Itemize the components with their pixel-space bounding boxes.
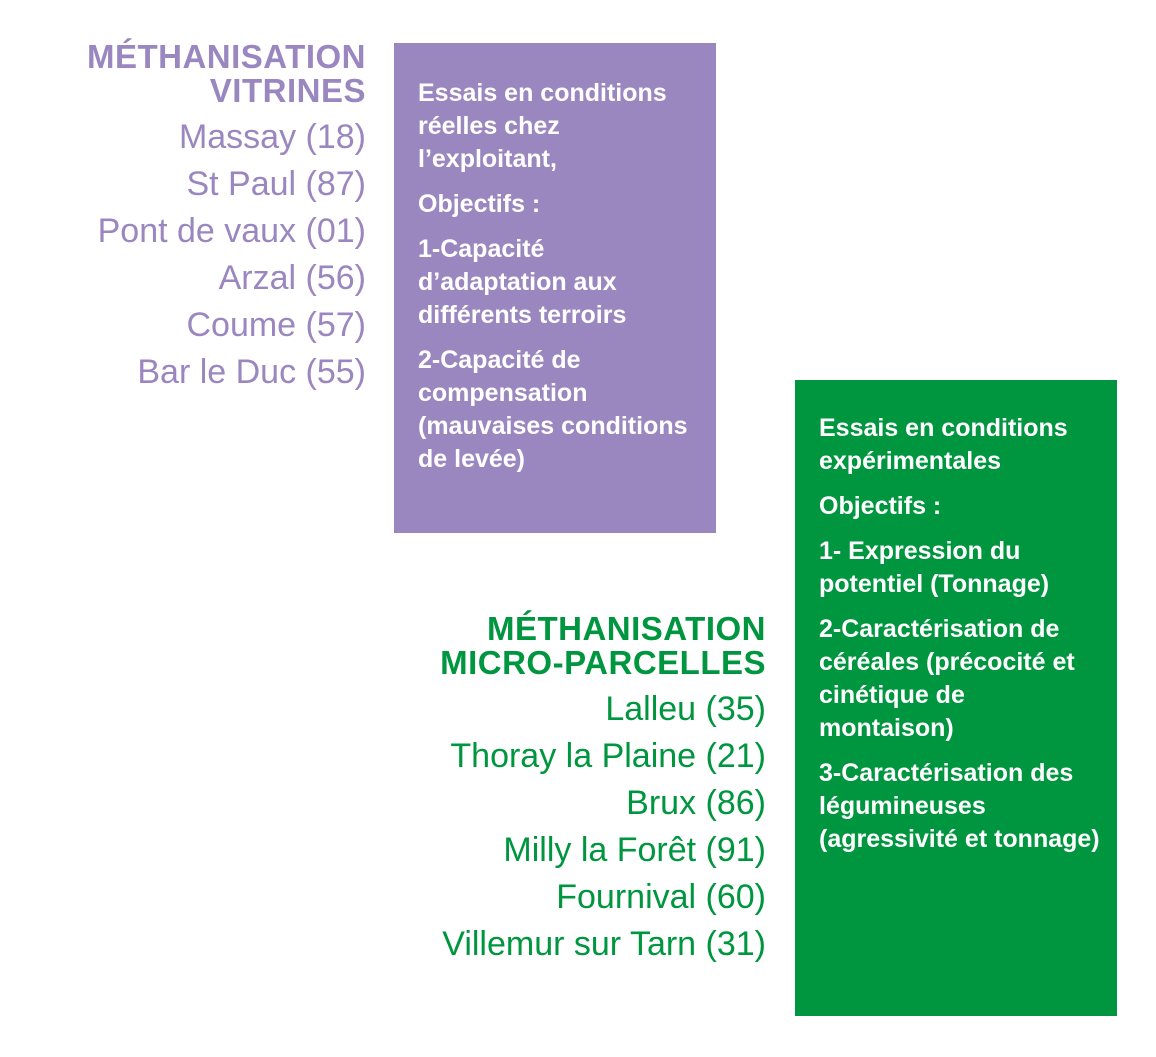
micro-parcelles-site: Thoray la Plaine (21) [450, 737, 766, 775]
vitrines-title-line2: VITRINES [209, 72, 366, 109]
micro-parcelles-title: MÉTHANISATION MICRO-PARCELLES [400, 612, 766, 680]
micro-parcelles-title-line2: MICRO-PARCELLES [440, 644, 766, 681]
vitrines-site: St Paul (87) [186, 165, 366, 203]
vitrines-site: Massay (18) [178, 118, 366, 156]
vitrines-box-intro: Essais en conditions réelles chez l’expl… [418, 79, 667, 173]
vitrines-site: Bar le Duc (55) [137, 353, 366, 391]
micro-parcelles-box-objective: 2-Caractérisation de céréales (précocité… [819, 615, 1075, 742]
micro-parcelles-title-line1: MÉTHANISATION [486, 610, 766, 647]
micro-parcelles-box-objectifs-label: Objectifs : [819, 492, 942, 520]
vitrines-title-line1: MÉTHANISATION [86, 38, 366, 75]
vitrines-title: MÉTHANISATION VITRINES [40, 40, 366, 108]
micro-parcelles-site: Milly la Forêt (91) [503, 831, 766, 869]
micro-parcelles-section: MÉTHANISATION MICRO-PARCELLES Lalleu (35… [400, 612, 766, 968]
vitrines-site: Pont de vaux (01) [97, 212, 366, 250]
vitrines-box-objectifs-label: Objectifs : [418, 190, 541, 218]
micro-parcelles-box-objective: 3-Caractérisation des légumineuses (agre… [819, 759, 1100, 853]
vitrines-site: Arzal (56) [218, 259, 366, 297]
micro-parcelles-objectives-box: Essais en conditions expérimentales Obje… [795, 380, 1117, 1016]
micro-parcelles-site-list: Lalleu (35) Thoray la Plaine (21) Brux (… [400, 686, 766, 968]
micro-parcelles-box-intro: Essais en conditions expérimentales [819, 414, 1068, 475]
vitrines-objectives-box: Essais en conditions réelles chez l’expl… [394, 43, 716, 533]
vitrines-box-objective: 1-Capacité d’adaptation aux différents t… [418, 235, 627, 329]
vitrines-section: MÉTHANISATION VITRINES Massay (18) St Pa… [40, 40, 366, 396]
micro-parcelles-site: Fournival (60) [556, 878, 766, 916]
vitrines-site-list: Massay (18) St Paul (87) Pont de vaux (0… [40, 114, 366, 396]
micro-parcelles-box-objective: 1- Expression du potentiel (Tonnage) [819, 537, 1050, 598]
micro-parcelles-site: Lalleu (35) [605, 690, 766, 728]
micro-parcelles-site: Brux (86) [626, 784, 766, 822]
vitrines-site: Coume (57) [186, 306, 366, 344]
micro-parcelles-site: Villemur sur Tarn (31) [442, 925, 766, 963]
vitrines-box-objective: 2-Capacité de compensation (mauvaises co… [418, 346, 688, 473]
